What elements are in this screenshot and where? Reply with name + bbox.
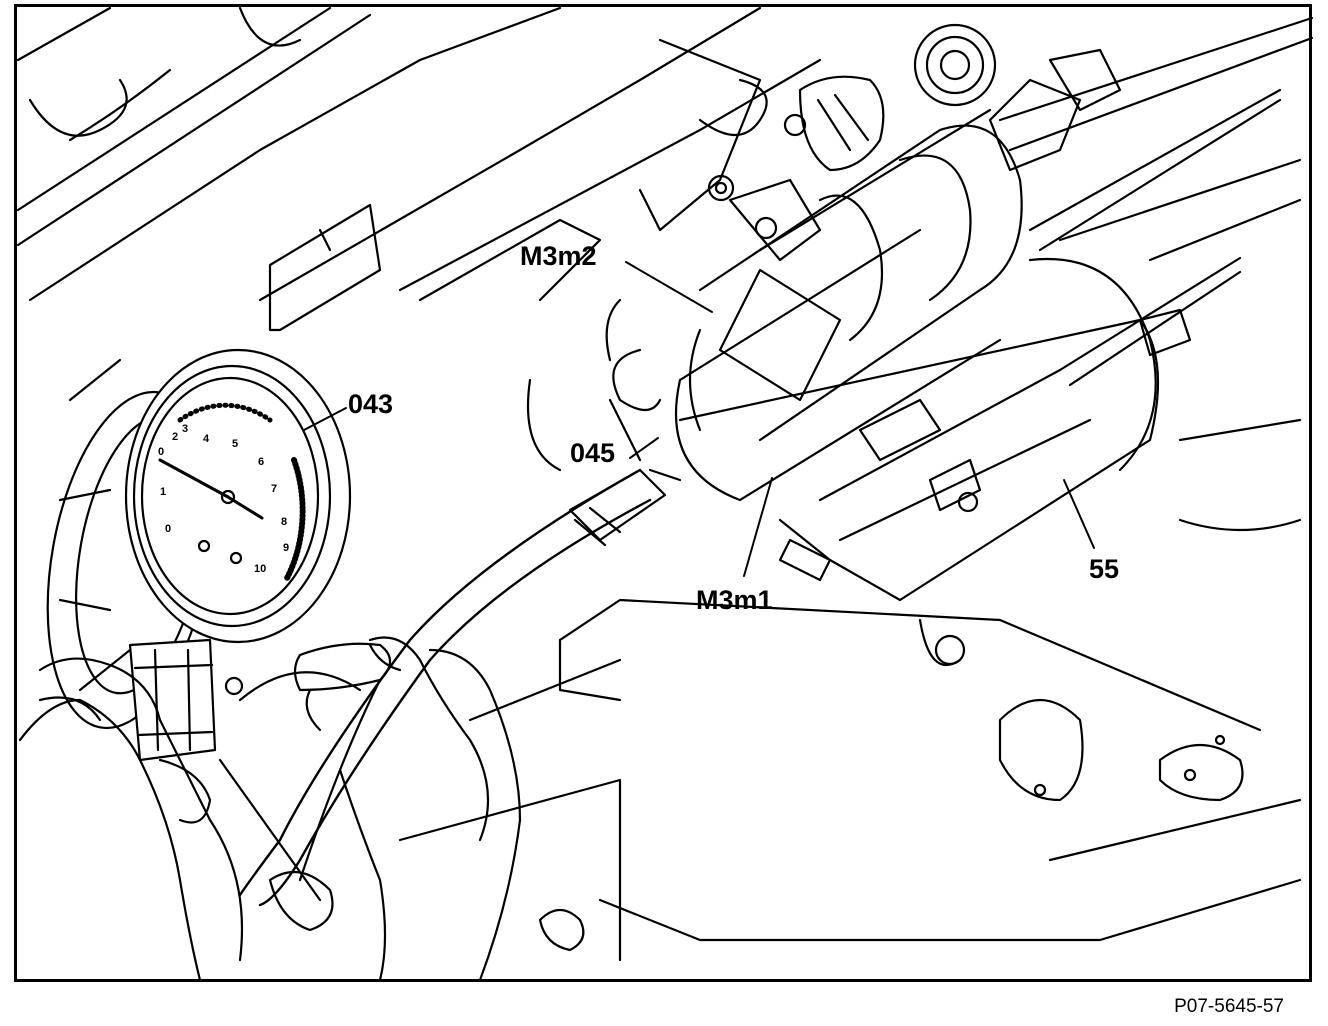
leader-m3m1	[743, 477, 773, 577]
hands-and-gauge-stem	[18, 636, 522, 982]
leader-045	[629, 437, 659, 459]
callout-55: 55	[1089, 554, 1119, 584]
underbody-structure	[16, 6, 1302, 962]
fuel-pump-assembly	[605, 108, 1160, 602]
dial-numeral: 9	[283, 542, 289, 554]
dial-numeral: 5	[232, 438, 238, 450]
dial-numeral: 10	[254, 563, 266, 575]
callout-m3m1: M3m1	[696, 585, 773, 615]
figure-border	[14, 4, 1312, 982]
dial-numeral: 1	[160, 486, 166, 498]
fuel-lines	[988, 16, 1314, 387]
dial-numeral: 0	[158, 446, 164, 458]
gauge-dial-numerals: 0 1 0 2 3 4 5 6 7 8 9 10	[158, 423, 289, 575]
leader-55	[1063, 479, 1095, 549]
dial-numeral: 3	[182, 423, 188, 435]
callout-leader-lines	[303, 261, 1095, 577]
pressure-gauge-043	[46, 348, 352, 730]
dial-numeral: 7	[271, 483, 277, 495]
dial-numeral: 6	[258, 456, 264, 468]
dial-numeral: 4	[203, 433, 210, 445]
callout-043: 043	[348, 389, 393, 419]
dial-numeral: 2	[172, 431, 178, 443]
leader-m3m2	[625, 261, 713, 313]
leader-043	[303, 407, 347, 431]
callout-045: 045	[570, 438, 615, 468]
callout-m3m2: M3m2	[520, 241, 597, 271]
gauge-hose	[238, 468, 667, 907]
callout-labels: M3m2 043 045 M3m1 55	[348, 241, 1119, 615]
dial-numeral: 0	[165, 523, 171, 535]
dial-numeral: 8	[281, 516, 287, 528]
figure-id: P07-5645-57	[1174, 996, 1284, 1017]
